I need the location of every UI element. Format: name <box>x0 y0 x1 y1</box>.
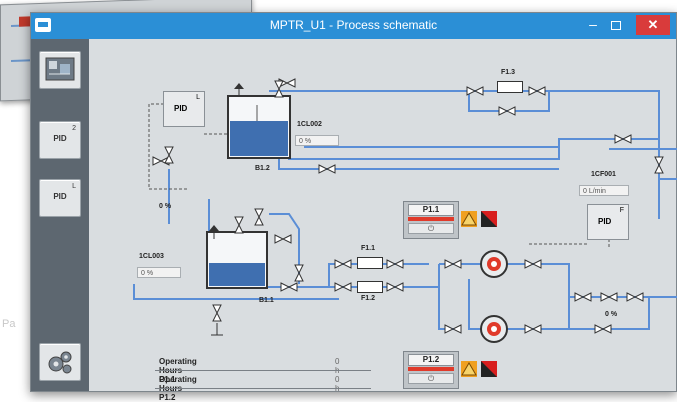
title-bar[interactable]: MPTR_U1 - Process schematic – ✕ <box>31 13 676 39</box>
tank-b12 <box>227 95 291 159</box>
pid-right-sup: F <box>619 207 624 214</box>
left-toolbar: PID 2 PID L <box>31 39 89 391</box>
fault-icon-p11[interactable] <box>481 211 497 227</box>
fcr001-value: 0 L/min <box>579 185 629 196</box>
close-button[interactable]: ✕ <box>636 15 670 35</box>
tank-b11 <box>206 231 268 289</box>
fcr001-tag: 1CF001 <box>591 171 616 178</box>
valve-percent-left: 0 % <box>159 203 172 210</box>
settings-button[interactable] <box>39 343 81 381</box>
pump-p11-icon[interactable] <box>479 249 509 279</box>
pid-right-box[interactable]: PID F <box>587 204 629 240</box>
valve-percent-right: 0 % <box>605 311 618 318</box>
pump-p12-status-bar <box>408 367 454 371</box>
divider <box>155 370 371 371</box>
lcl002-tag: 1CL002 <box>297 121 322 128</box>
filter-f11-label: F1.1 <box>361 245 376 252</box>
pid-top-box[interactable]: PID L <box>163 91 205 127</box>
process-schematic-canvas: B1.2 B1.1 1CL002 0 % 1CL003 0 % 1CF001 0… <box>89 39 677 402</box>
filter-f12-label: F1.2 <box>361 295 376 302</box>
filter-f12[interactable] <box>357 281 383 293</box>
divider <box>155 388 371 389</box>
filter-f13[interactable] <box>497 81 523 93</box>
pid-right-label: PID <box>598 217 612 226</box>
overview-button[interactable] <box>39 51 81 89</box>
window-title: MPTR_U1 - Process schematic <box>269 18 438 32</box>
lcl003-tag: 1CL003 <box>139 253 164 260</box>
lcl003-value: 0 % <box>137 267 181 278</box>
tank-b12-label: B1.2 <box>255 165 270 172</box>
filter-f11[interactable] <box>357 257 383 269</box>
pump-p12-icon[interactable] <box>479 314 509 344</box>
fault-icon-p12[interactable] <box>481 361 497 377</box>
warning-icon-p11[interactable] <box>461 211 477 227</box>
pump-p11-power-button[interactable]: ⏻ <box>408 223 454 234</box>
lcl002-value: 0 % <box>295 135 339 146</box>
app-icon <box>35 18 51 32</box>
valve-symbols <box>152 78 664 336</box>
pid-top-sup: L <box>196 94 200 101</box>
background-text: Pa <box>2 318 16 330</box>
operating-hours-p12-value: 0 h <box>335 375 340 393</box>
overview-image-icon <box>45 57 75 81</box>
pump-panel-p11: P1.1 ⏻ <box>403 201 459 239</box>
settings-gears-icon <box>48 351 72 374</box>
pump-p11-name: P1.1 <box>408 204 454 216</box>
pump-p12-power-button[interactable]: ⏻ <box>408 373 454 384</box>
tank-b11-label: B1.1 <box>259 297 274 304</box>
minimize-button[interactable]: – <box>589 16 597 32</box>
operating-hours-p11-value: 0 h <box>335 357 340 375</box>
process-schematic-window: MPTR_U1 - Process schematic – ✕ PID 2 PI… <box>30 12 677 402</box>
pump-panel-p12: P1.2 ⏻ <box>403 351 459 389</box>
pid-l-button[interactable]: PID L <box>39 179 81 217</box>
pump-p12-name: P1.2 <box>408 354 454 366</box>
pid-2-button[interactable]: PID 2 <box>39 121 81 159</box>
maximize-button[interactable] <box>606 16 624 34</box>
warning-icon-p12[interactable] <box>461 361 477 377</box>
filter-f13-label: F1.3 <box>501 69 516 76</box>
pid-top-label: PID <box>174 104 188 113</box>
pump-p11-status-bar <box>408 217 454 221</box>
